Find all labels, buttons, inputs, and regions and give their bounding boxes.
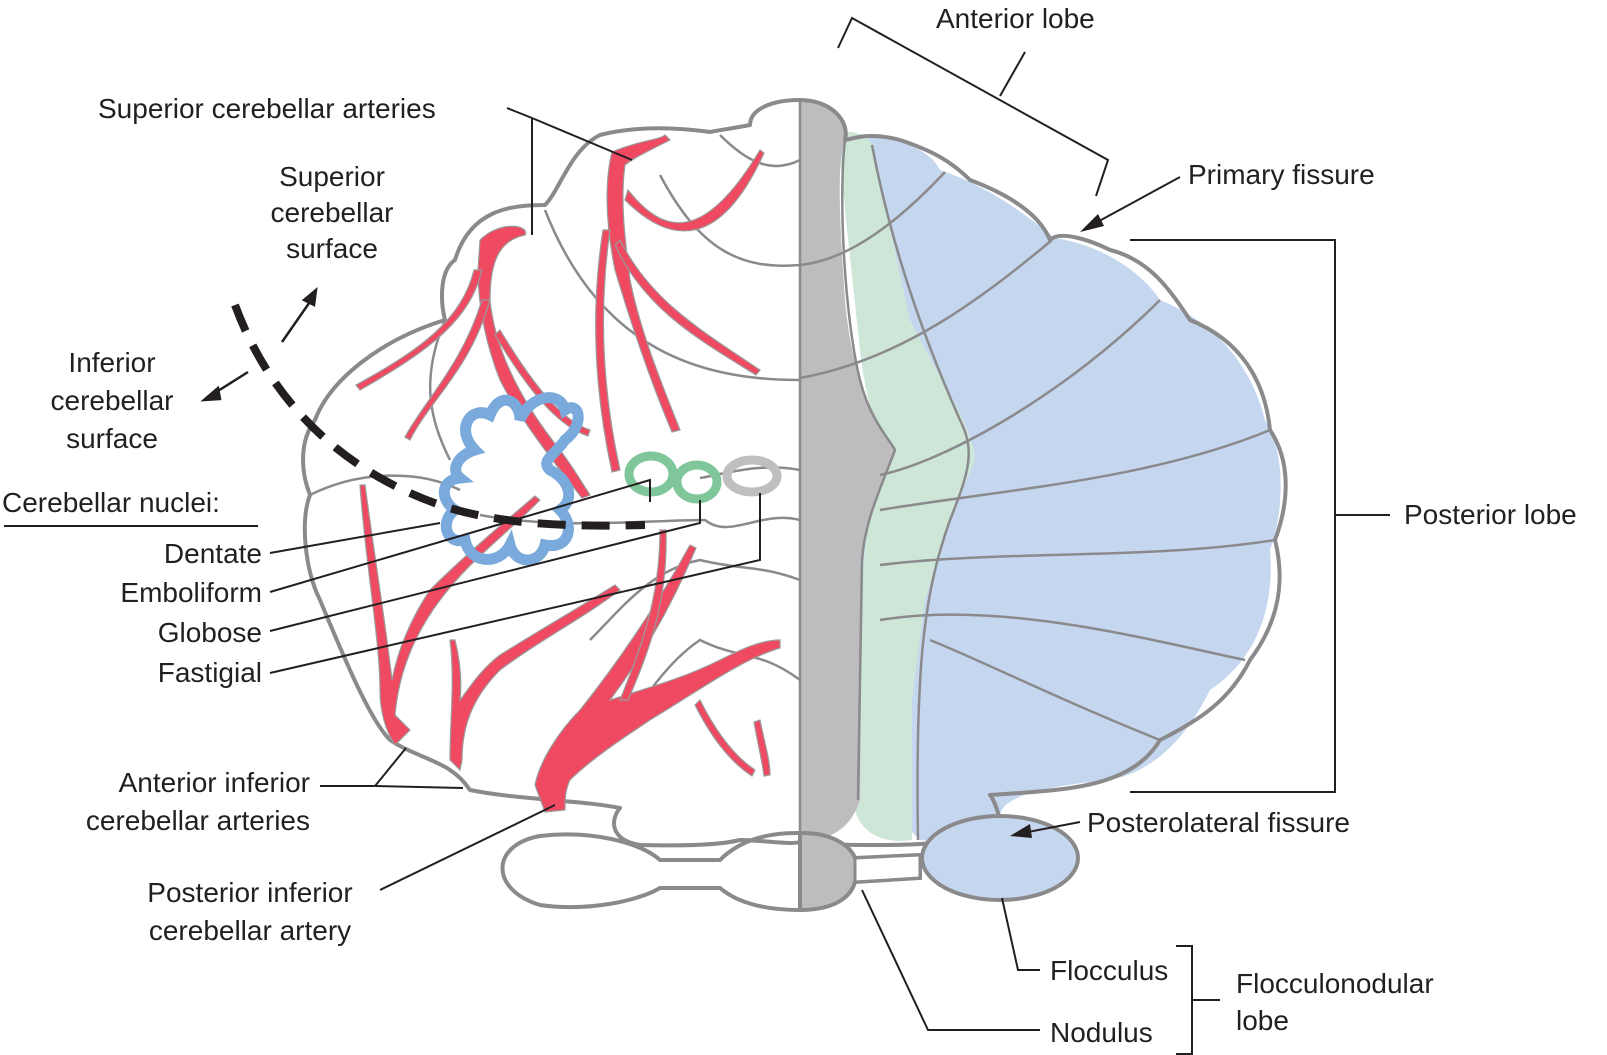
label-inferior-surface-3: surface	[66, 423, 158, 454]
paravermis-boundary	[870, 144, 970, 841]
label-superior-surface-2: cerebellar	[271, 197, 394, 228]
flocculus-shape	[920, 814, 1080, 902]
label-fastigial: Fastigial	[158, 657, 262, 688]
folia-right	[799, 171, 1276, 742]
label-nodulus: Nodulus	[1050, 1017, 1153, 1048]
surface-divider-dashed	[231, 303, 646, 530]
label-inferior-surface-1: Inferior	[68, 347, 155, 378]
label-pica-2: cerebellar artery	[149, 915, 351, 946]
label-flocculonodular-lobe-1: Flocculonodular	[1236, 968, 1434, 999]
surface-direction-arrows	[200, 286, 318, 402]
vermis-boundary	[841, 139, 897, 801]
label-dentate: Dentate	[164, 538, 262, 569]
label-superior-surface-3: surface	[286, 233, 378, 264]
leader-lines	[269, 16, 1390, 1055]
label-cerebellar-nuclei-heading: Cerebellar nuclei:	[2, 487, 220, 518]
label-flocculus: Flocculus	[1050, 955, 1168, 986]
fastigial-nucleus	[722, 455, 782, 497]
label-superior-cerebellar-arteries: Superior cerebellar arteries	[98, 93, 436, 124]
label-posterior-lobe: Posterior lobe	[1404, 499, 1577, 530]
flocculonodular-structure	[500, 814, 1080, 913]
paravermal-zone	[839, 131, 975, 841]
label-superior-surface-1: Superior	[279, 161, 385, 192]
label-pica-1: Posterior inferior	[147, 877, 352, 908]
label-globose: Globose	[158, 617, 262, 648]
label-primary-fissure: Primary fissure	[1188, 159, 1375, 190]
globose-nucleus	[672, 460, 722, 504]
label-aica-1: Anterior inferior	[119, 767, 310, 798]
vermis	[800, 100, 895, 842]
label-flocculonodular-lobe-2: lobe	[1236, 1005, 1289, 1036]
label-emboliform: Emboliform	[120, 577, 262, 608]
label-posterolateral-fissure: Posterolateral fissure	[1087, 807, 1350, 838]
label-inferior-surface-2: cerebellar	[51, 385, 174, 416]
label-aica-2: cerebellar arteries	[86, 805, 310, 836]
anterior-inferior-cerebellar-arteries	[359, 484, 621, 772]
posterior-inferior-cerebellar-artery	[534, 529, 781, 813]
cerebellum-outline	[301, 98, 1288, 848]
hemisphere-lobes-region	[852, 137, 1281, 842]
label-anterior-lobe: Anterior lobe	[936, 3, 1095, 34]
superior-cerebellar-arteries	[355, 134, 765, 499]
